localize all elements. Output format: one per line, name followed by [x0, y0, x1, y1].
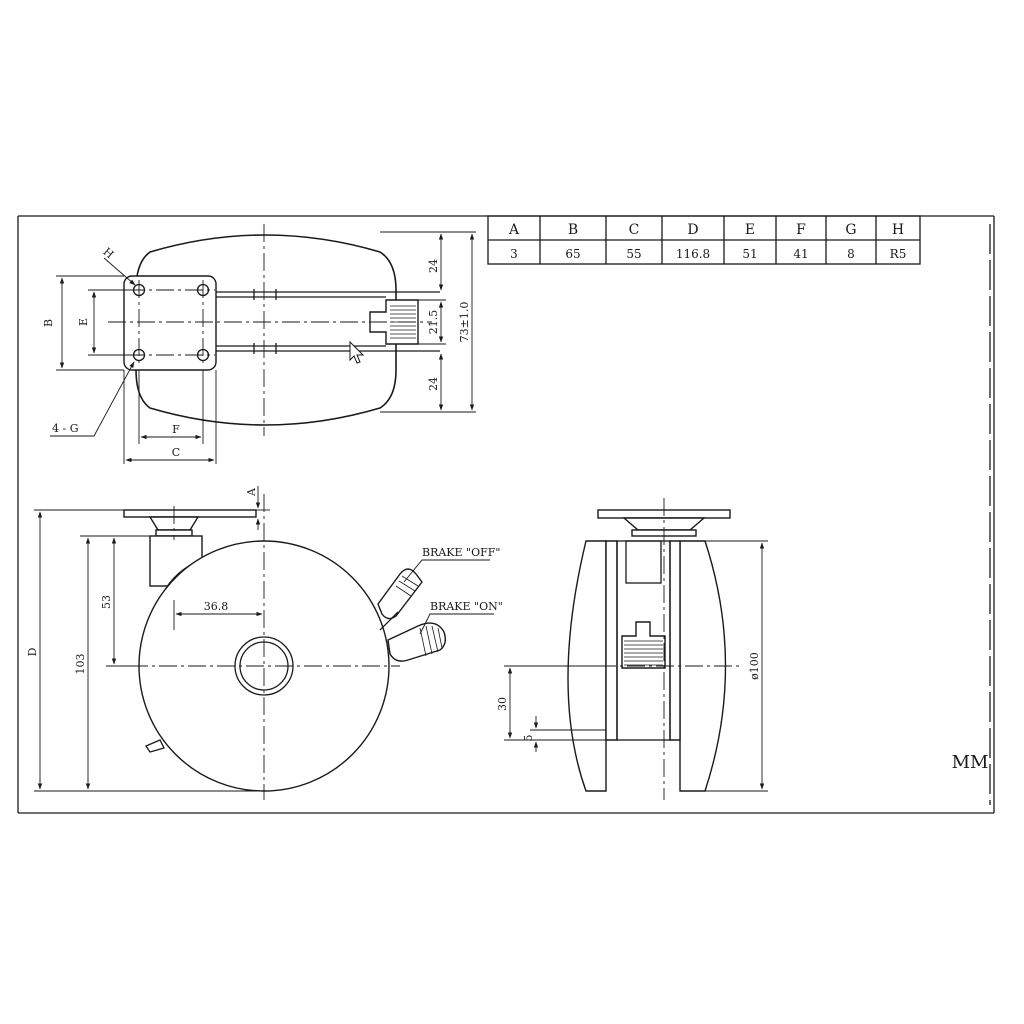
label-c: C: [172, 446, 180, 459]
label-f: F: [172, 423, 180, 436]
dim-24-bottom: 24: [427, 377, 440, 391]
side-view: A D 103 53 36.8 BRAKE "OFF" BRAKE "ON": [26, 486, 503, 800]
table-header-h: H: [892, 222, 904, 238]
table-header-f: F: [796, 222, 806, 238]
table-value-c: 55: [626, 247, 641, 261]
table-value-h: R5: [890, 247, 907, 261]
spec-table-values: 3 65 55 116.8 51 41 8 R5: [510, 247, 906, 261]
label-d: D: [26, 647, 39, 656]
top-view-wheel-outline: [135, 234, 397, 426]
brake-on-lever: [387, 622, 447, 662]
brake-off-lever: [377, 568, 423, 620]
front-view-fork: [605, 540, 618, 741]
dim-103: 103: [74, 654, 87, 675]
top-view: H B E 4 - G F C 24 21.5 24: [42, 224, 476, 464]
table-header-g: G: [845, 222, 856, 238]
dim-36-8: 36.8: [204, 600, 229, 613]
table-value-f: 41: [793, 247, 808, 261]
brake-off-ridges: [395, 575, 419, 597]
dim-53: 53: [100, 595, 113, 609]
table-value-b: 65: [565, 247, 580, 261]
front-view: 30 5 ø100: [496, 498, 768, 800]
dim-dia100: ø100: [748, 652, 761, 680]
label-e: E: [77, 318, 90, 326]
table-value-e: 51: [742, 247, 757, 261]
side-view-top-plate: [123, 509, 257, 518]
table-header-b: B: [568, 222, 578, 238]
label-a: A: [245, 487, 258, 497]
label-b: B: [42, 319, 55, 327]
label-brake-off: BRAKE "OFF": [422, 546, 500, 559]
label-h: H: [100, 245, 116, 261]
table-value-d: 116.8: [676, 247, 710, 261]
table-header-e: E: [745, 222, 755, 238]
dim-30: 30: [496, 697, 509, 711]
spec-table: A B C D E F G H 3 65 55 116.8 51 41 8 R5: [487, 215, 921, 265]
dim-5: 5: [522, 735, 535, 742]
dim-24-top: 24: [427, 259, 440, 273]
dim-73: 73±1.0: [458, 302, 471, 343]
label-4g: 4 - G: [52, 422, 79, 435]
dim-21-5: 21.5: [427, 310, 440, 335]
table-value-a: 3: [510, 247, 518, 261]
front-view-brake-ridges: [624, 640, 663, 666]
table-value-g: 8: [847, 247, 855, 261]
cursor-icon: [349, 340, 365, 364]
table-header-d: D: [687, 222, 698, 238]
table-header-c: C: [629, 222, 640, 238]
table-header-a: A: [508, 222, 520, 238]
spec-table-headers: A B C D E F G H: [508, 222, 904, 238]
label-brake-on: BRAKE "ON": [430, 600, 503, 613]
top-view-mounting-plate: [123, 275, 217, 371]
unit-label: MM: [952, 752, 989, 773]
